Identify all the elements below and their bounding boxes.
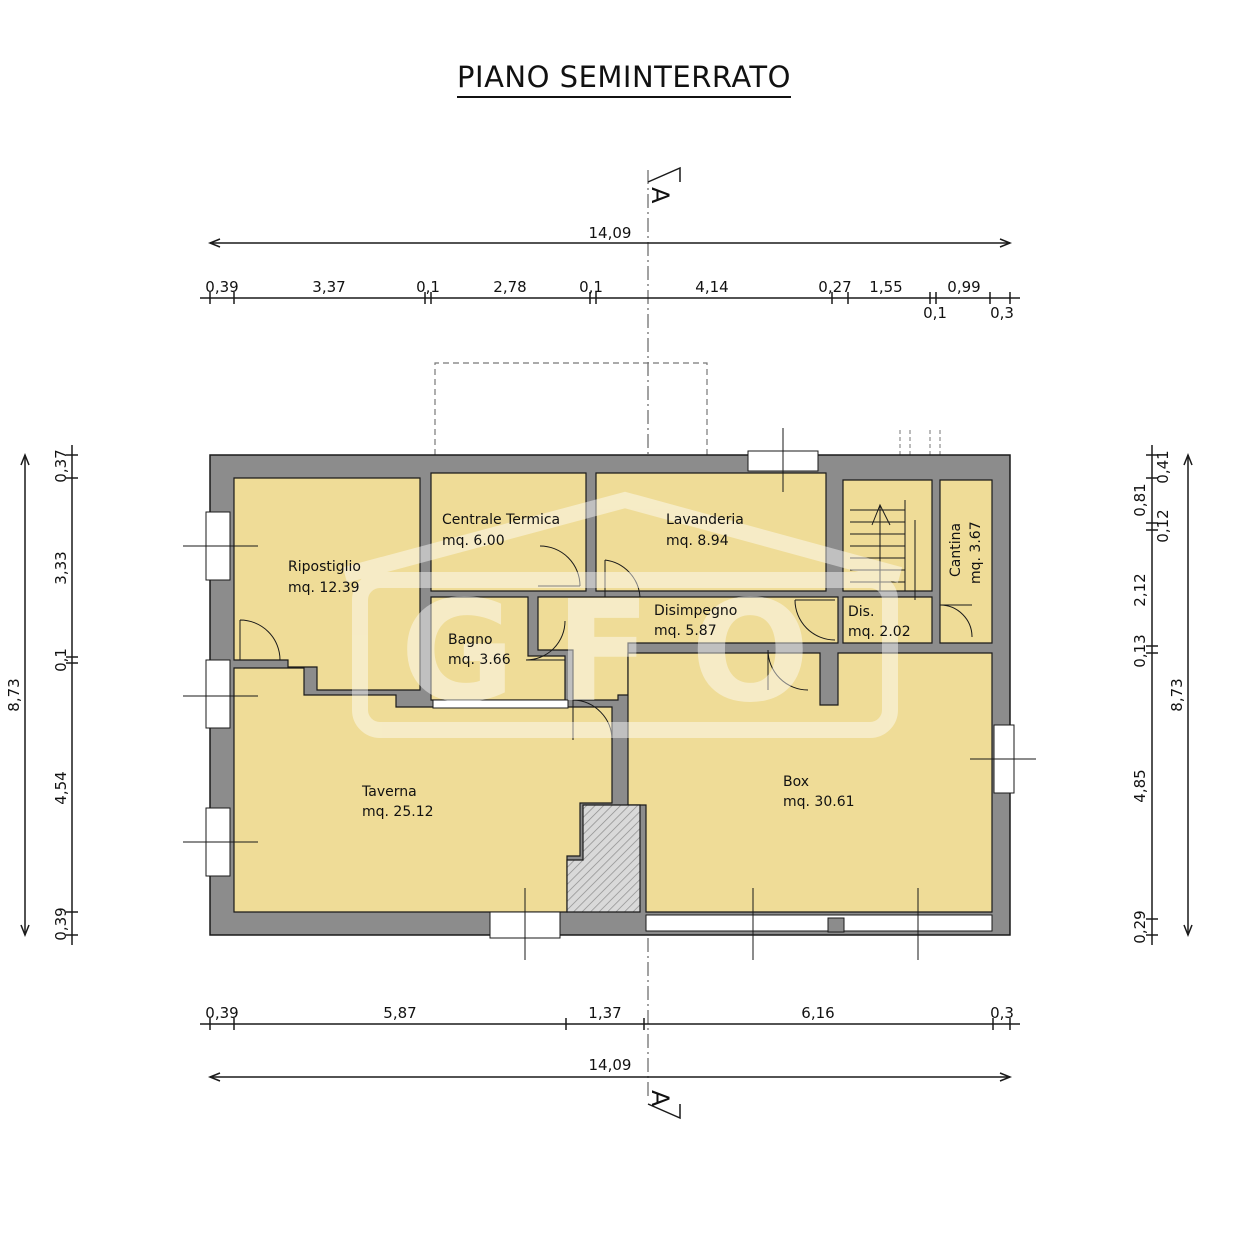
- svg-text:1,37: 1,37: [588, 1004, 621, 1022]
- svg-text:0,12: 0,12: [1154, 509, 1172, 542]
- area-taverna: mq. 25.12: [362, 804, 434, 820]
- svg-text:0,81: 0,81: [1131, 483, 1149, 516]
- svg-text:0,3: 0,3: [990, 304, 1014, 322]
- svg-text:2,78: 2,78: [493, 278, 526, 296]
- label-disimpegno: Disimpegno: [654, 603, 737, 619]
- area-cantina: mq. 3.67: [968, 521, 984, 584]
- plan-title: PIANO SEMINTERRATO: [0, 60, 1248, 98]
- dim-bottom-labels: 0,39 5,87 1,37 6,16 0,3: [205, 1004, 1014, 1022]
- svg-text:0,1: 0,1: [416, 278, 440, 296]
- svg-text:0,1: 0,1: [923, 304, 947, 322]
- dim-top-total-label: 14,09: [589, 224, 632, 242]
- watermark-logo: GFO: [342, 491, 903, 738]
- dim-right-chain: [1146, 445, 1158, 945]
- svg-text:A: A: [646, 1090, 674, 1107]
- svg-text:4,14: 4,14: [695, 278, 728, 296]
- dim-bottom-total: [207, 1072, 1013, 1082]
- dim-bottom-chain: [200, 1018, 1020, 1030]
- area-ripostiglio: mq. 12.39: [288, 580, 360, 596]
- dim-left-total: [20, 452, 30, 938]
- label-dis: Dis.: [848, 604, 874, 620]
- room-lavanderia: [595, 472, 827, 592]
- room-centrale-termica: [430, 472, 587, 592]
- window-axes: [183, 428, 1036, 960]
- area-dis: mq. 2.02: [848, 624, 911, 640]
- room-disimpegno: [537, 596, 839, 701]
- label-box: Box: [783, 774, 809, 790]
- svg-text:3,33: 3,33: [52, 551, 70, 584]
- room-ripostiglio: [233, 477, 421, 691]
- room-bagno: [430, 596, 566, 701]
- area-box: mq. 30.61: [783, 794, 855, 810]
- door-swings: [239, 545, 973, 741]
- section-marker-top: A: [646, 166, 681, 204]
- room-cantina: [939, 479, 993, 644]
- label-lavanderia: Lavanderia: [666, 512, 744, 528]
- box-column: [827, 917, 845, 933]
- svg-text:0,99: 0,99: [947, 278, 980, 296]
- dim-right-total: [1183, 452, 1193, 938]
- svg-text:4,85: 4,85: [1131, 769, 1149, 802]
- stair-symbol: [850, 500, 916, 600]
- area-bagno: mq. 3.66: [448, 652, 511, 668]
- svg-text:6,16: 6,16: [801, 1004, 834, 1022]
- svg-text:0,39: 0,39: [205, 278, 238, 296]
- label-bagno: Bagno: [448, 632, 493, 648]
- area-lavanderia: mq. 8.94: [666, 533, 729, 549]
- svg-text:0,1: 0,1: [579, 278, 603, 296]
- label-centrale-termica: Centrale Termica: [442, 512, 560, 528]
- dim-bottom-total-label: 14,09: [589, 1056, 632, 1074]
- label-cantina: Cantina: [948, 523, 964, 577]
- svg-text:0,3: 0,3: [990, 1004, 1014, 1022]
- watermark-text: GFO: [400, 571, 850, 734]
- label-ripostiglio: Ripostiglio: [288, 559, 361, 575]
- svg-text:1,55: 1,55: [869, 278, 902, 296]
- dim-top-total: [207, 238, 1013, 248]
- svg-text:0,27: 0,27: [818, 278, 851, 296]
- dim-top-labels: 0,39 3,37 0,1 2,78 0,1 4,14 0,27 1,55 0,…: [205, 278, 1014, 322]
- svg-text:3,37: 3,37: [312, 278, 345, 296]
- svg-text:5,87: 5,87: [383, 1004, 416, 1022]
- rooms-layer: [233, 472, 993, 913]
- svg-text:0,39: 0,39: [205, 1004, 238, 1022]
- dim-left-total-label: 8,73: [5, 678, 23, 711]
- svg-text:0,29: 0,29: [1131, 910, 1149, 943]
- svg-text:4,54: 4,54: [52, 771, 70, 804]
- area-disimpegno: mq. 5.87: [654, 623, 717, 639]
- dim-right-labels: 0,41 0,81 0,12 2,12 0,13 4,85 0,29: [1131, 450, 1172, 943]
- room-stair: [842, 479, 933, 592]
- section-marker-bottom: A: [646, 1090, 681, 1120]
- svg-text:0,13: 0,13: [1131, 634, 1149, 667]
- dim-top-chain: [200, 292, 1020, 304]
- dim-right-total-label: 8,73: [1168, 678, 1186, 711]
- hatched-pillar: [566, 804, 641, 913]
- dim-left-labels: 0,37 3,33 0,1 4,54 0,39: [52, 449, 70, 940]
- dashed-outline: [434, 362, 708, 455]
- dim-left-chain: [66, 445, 78, 945]
- svg-text:0,1: 0,1: [52, 648, 70, 672]
- svg-text:A: A: [646, 187, 674, 204]
- svg-text:0,37: 0,37: [52, 449, 70, 482]
- area-centrale-termica: mq. 6.00: [442, 533, 505, 549]
- svg-text:0,39: 0,39: [52, 907, 70, 940]
- label-taverna: Taverna: [361, 784, 417, 800]
- svg-text:0,41: 0,41: [1154, 450, 1172, 483]
- svg-text:2,12: 2,12: [1131, 573, 1149, 606]
- room-dis: [842, 596, 933, 644]
